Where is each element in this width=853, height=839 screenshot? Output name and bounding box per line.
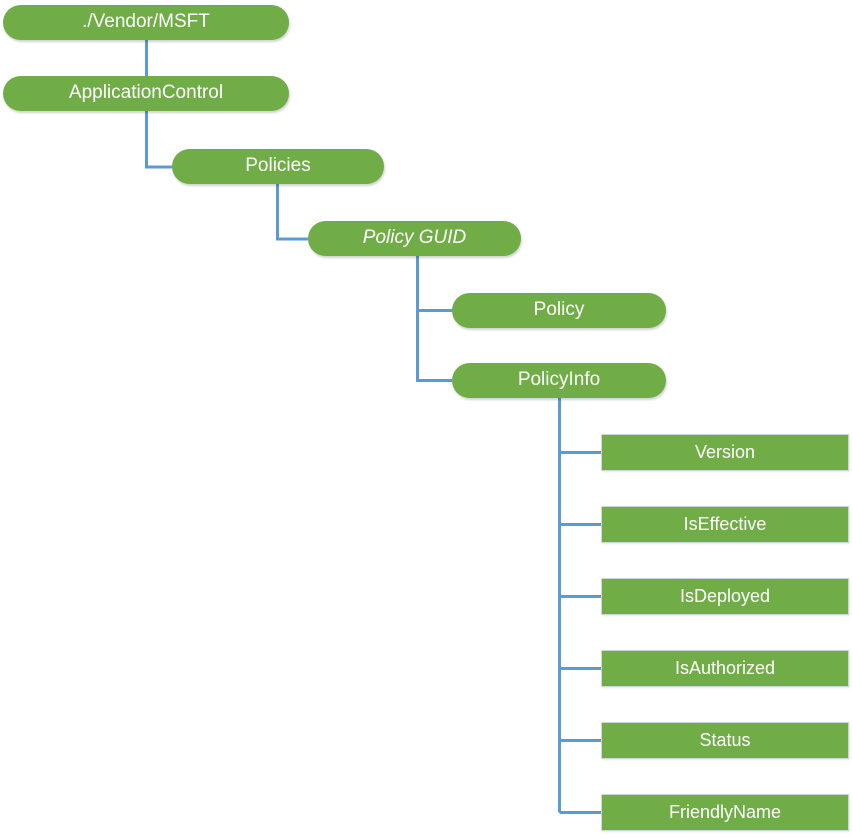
node-label: Policies [245, 155, 311, 177]
node-label: FriendlyName [668, 801, 782, 822]
node-policy-info[interactable]: PolicyInfo [452, 363, 666, 398]
node-policy[interactable]: Policy [452, 293, 666, 328]
node-label: IsEffective [683, 513, 767, 534]
node-label: ./Vendor/MSFT [82, 11, 210, 33]
node-label: Policy [533, 299, 585, 321]
node-status[interactable]: Status [601, 722, 849, 759]
edge-policies-to-policyguid [276, 184, 308, 241]
node-policies[interactable]: Policies [172, 149, 384, 184]
node-vendor-msft[interactable]: ./Vendor/MSFT [3, 5, 289, 40]
node-policy-guid[interactable]: Policy GUID [308, 221, 521, 256]
node-label: PolicyInfo [517, 369, 601, 391]
node-label: Status [699, 729, 751, 750]
node-label: IsDeployed [679, 585, 771, 606]
node-is-effective[interactable]: IsEffective [601, 506, 849, 543]
node-is-deployed[interactable]: IsDeployed [601, 578, 849, 615]
node-version[interactable]: Version [601, 434, 849, 471]
node-label: Version [694, 441, 756, 462]
node-label: ApplicationControl [68, 82, 224, 104]
node-friendly-name[interactable]: FriendlyName [601, 794, 849, 831]
edge-policyguid-to-policyinfo [416, 310, 452, 382]
node-label: Policy GUID [362, 227, 467, 249]
edge-policyguid-to-policy [416, 256, 452, 312]
edge-applicationcontrol-to-policies [145, 111, 172, 169]
node-label: IsAuthorized [674, 657, 776, 678]
node-is-authorized[interactable]: IsAuthorized [601, 650, 849, 687]
node-application-control[interactable]: ApplicationControl [3, 76, 289, 111]
